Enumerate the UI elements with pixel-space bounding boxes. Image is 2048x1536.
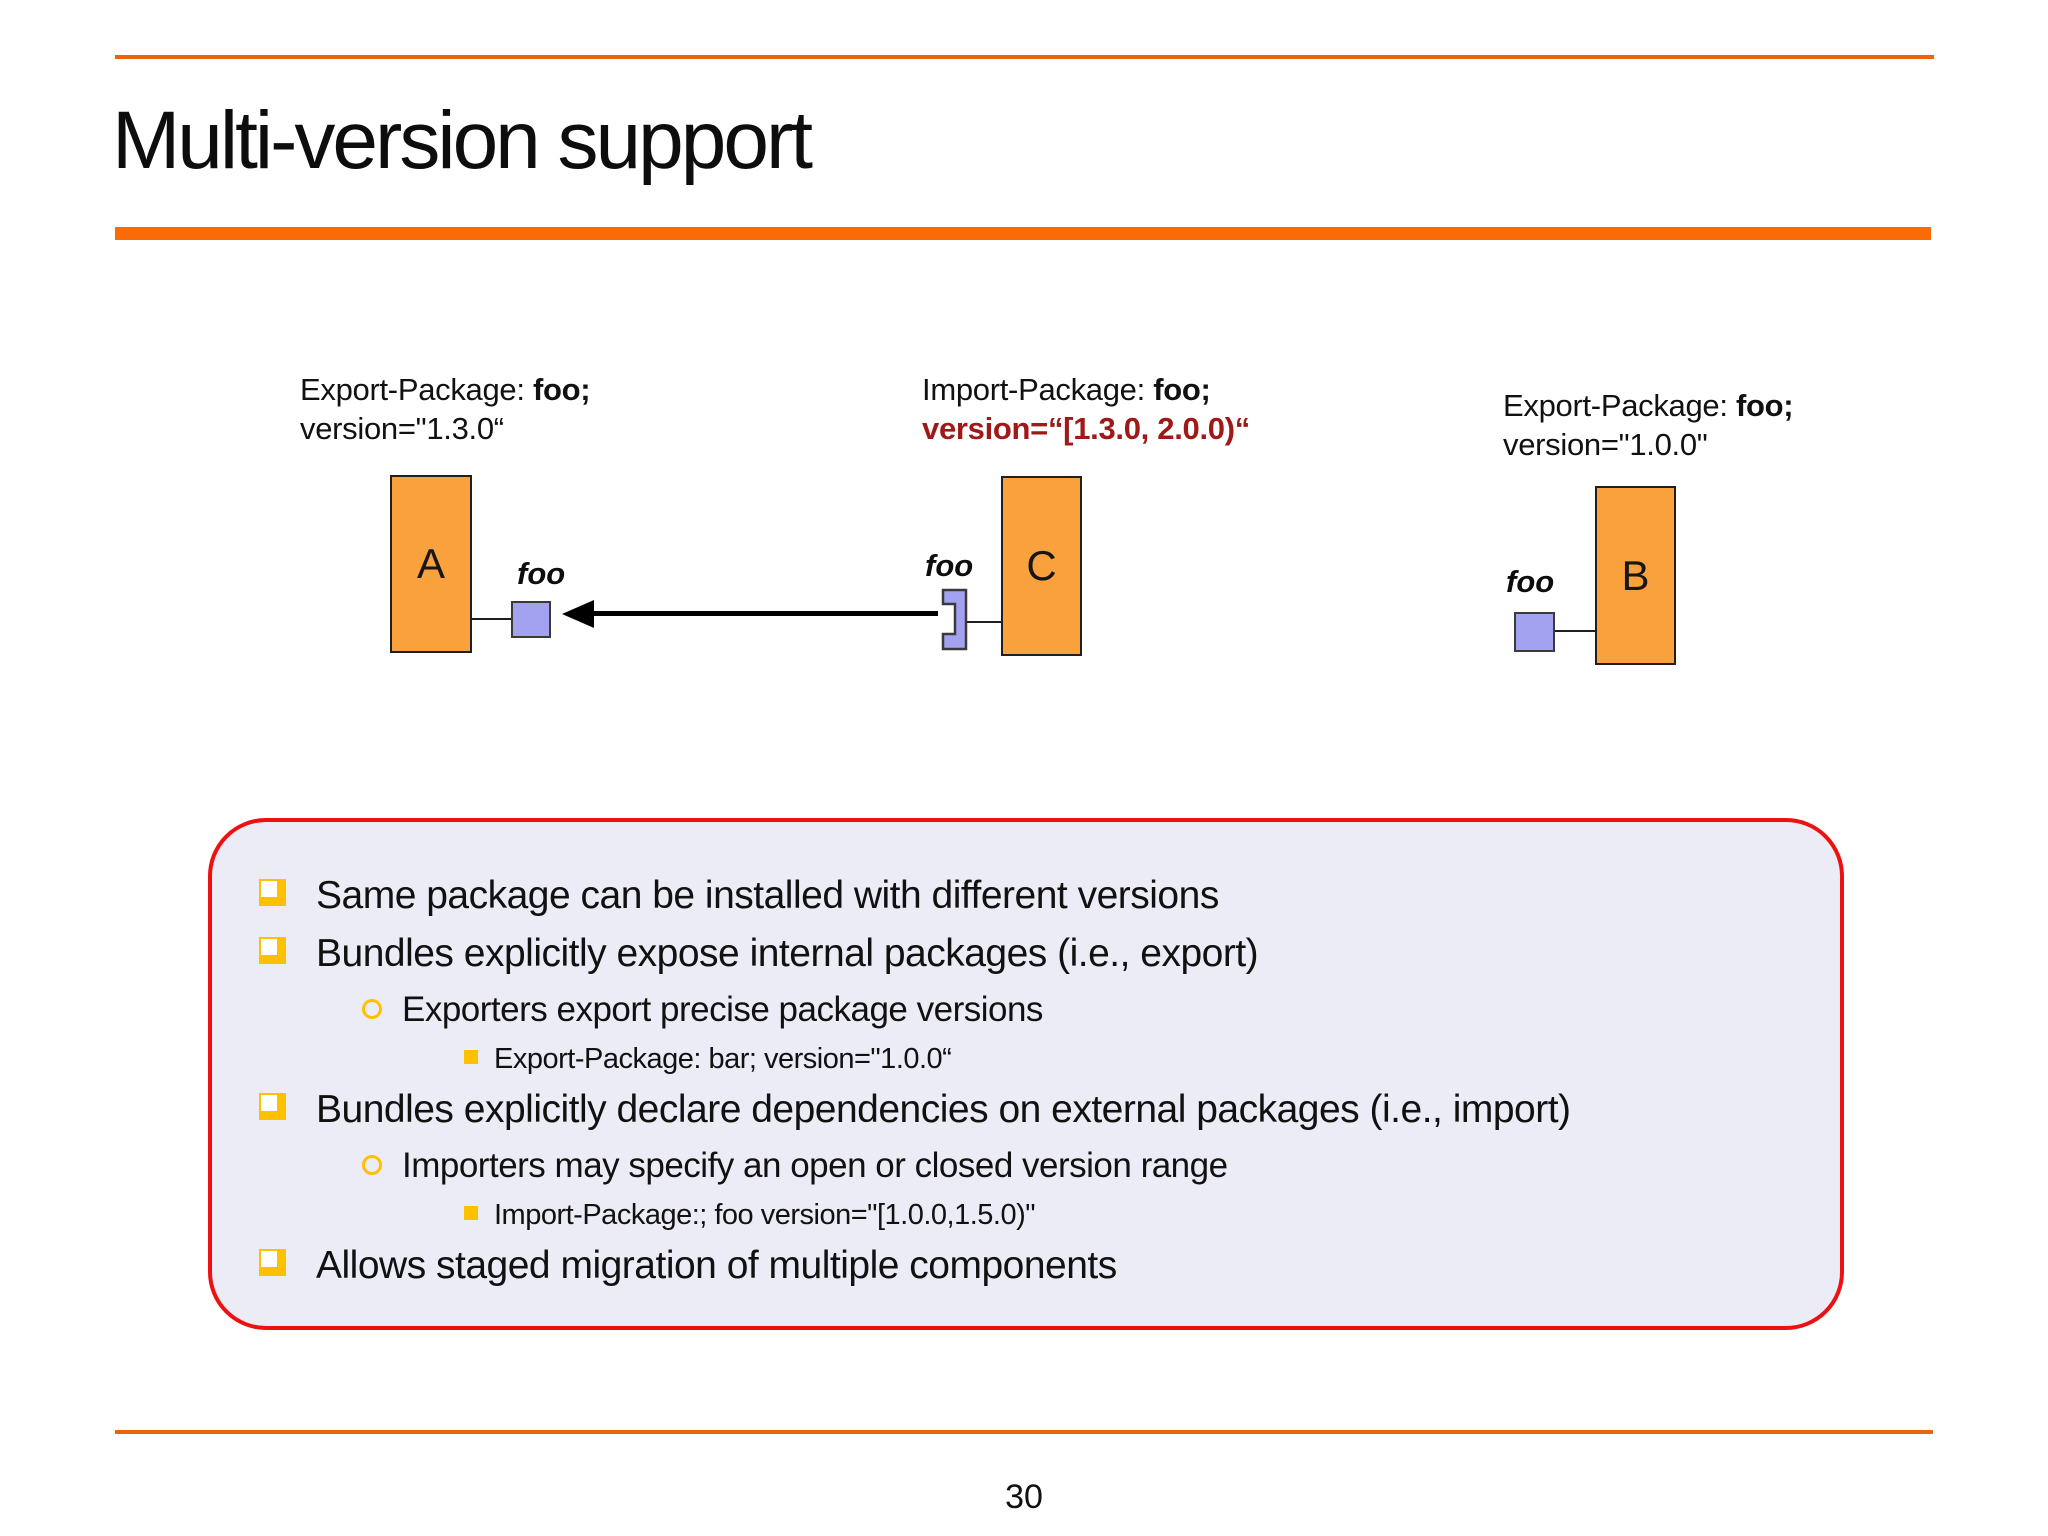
port-label-foo-b: foo: [1506, 564, 1555, 599]
bullet-text: Export-Package: bar; version="1.0.0“: [494, 1043, 952, 1075]
export-annotation-bundle-b: Export-Package: foo; version="1.0.0": [1503, 386, 1794, 464]
annotation-prefix: Export-Package:: [1503, 388, 1736, 423]
export-port-square-a: [511, 601, 551, 638]
bundle-a-rect: A: [390, 475, 472, 653]
small-square-bullet-icon: [464, 1206, 478, 1220]
list-item: Export-Package: bar; version="1.0.0“: [212, 1040, 1800, 1078]
bullet-text: Importers may specify an open or closed …: [402, 1146, 1228, 1185]
annotation-prefix: Import-Package:: [922, 372, 1154, 407]
bundle-c-rect: C: [1001, 476, 1082, 656]
summary-callout-box: Same package can be installed with diffe…: [208, 818, 1844, 1330]
bottom-divider-line: [115, 1430, 1933, 1434]
bundle-c-label: C: [1026, 542, 1057, 589]
bullet-text: Import-Package:; foo version="[1.0.0,1.5…: [494, 1199, 1036, 1231]
small-square-bullet-icon: [464, 1050, 478, 1064]
list-item: Same package can be installed with diffe…: [212, 872, 1800, 920]
square-bullet-icon: [259, 937, 286, 964]
import-socket-icon: [941, 588, 969, 657]
connector-a-port: [472, 618, 511, 620]
bullet-text: Bundles explicitly expose internal packa…: [316, 932, 1259, 975]
bullet-text: Allows staged migration of multiple comp…: [316, 1244, 1117, 1287]
list-item: Import-Package:; foo version="[1.0.0,1.5…: [212, 1196, 1800, 1234]
import-annotation-bundle-c: Import-Package: foo; version=“[1.3.0, 2.…: [922, 370, 1250, 448]
list-item: Bundles explicitly declare dependencies …: [212, 1086, 1800, 1134]
port-label-foo-c: foo: [925, 548, 974, 583]
import-arrow-head-icon: [562, 600, 594, 628]
top-divider-line: [115, 55, 1934, 59]
title-underline-bar: [115, 227, 1931, 240]
port-label-foo-a: foo: [517, 556, 566, 591]
list-item: Bundles explicitly expose internal packa…: [212, 930, 1800, 978]
bullet-text: Exporters export precise package version…: [402, 990, 1043, 1029]
square-bullet-icon: [259, 879, 286, 906]
annotation-version: version="1.3.0“: [300, 411, 504, 446]
bundle-b-label: B: [1621, 551, 1650, 599]
page-title: Multi-version support: [112, 95, 813, 186]
annotation-version: version="1.0.0": [1503, 427, 1708, 462]
import-arrow-line: [590, 611, 938, 616]
annotation-prefix: Export-Package:: [300, 372, 533, 407]
bundle-a-label: A: [416, 540, 445, 587]
annotation-package-name: foo;: [532, 372, 591, 407]
page-number: 30: [1005, 1478, 1043, 1516]
connector-b-port: [1555, 630, 1595, 632]
annotation-line1: Import-Package: foo;: [922, 370, 1250, 409]
annotation-version-range-highlight: version=“[1.3.0, 2.0.0)“: [922, 411, 1250, 446]
annotation-line1: Export-Package: foo;: [300, 370, 591, 409]
square-bullet-icon: [259, 1249, 286, 1276]
circle-bullet-icon: [362, 1155, 382, 1175]
bullet-text: Same package can be installed with diffe…: [316, 874, 1219, 917]
export-annotation-bundle-a: Export-Package: foo; version="1.3.0“: [300, 370, 591, 448]
annotation-line1: Export-Package: foo;: [1503, 386, 1794, 425]
bullet-text: Bundles explicitly declare dependencies …: [316, 1088, 1571, 1131]
square-bullet-icon: [259, 1093, 286, 1120]
export-port-square-b: [1514, 612, 1555, 652]
annotation-package-name: foo;: [1153, 372, 1211, 407]
connector-c-socket: [965, 621, 1001, 623]
list-item: Allows staged migration of multiple comp…: [212, 1242, 1800, 1290]
circle-bullet-icon: [362, 999, 382, 1019]
list-item: Importers may specify an open or closed …: [212, 1144, 1800, 1188]
annotation-package-name: foo;: [1735, 388, 1794, 423]
bundle-b-rect: B: [1595, 486, 1676, 665]
list-item: Exporters export precise package version…: [212, 988, 1800, 1032]
